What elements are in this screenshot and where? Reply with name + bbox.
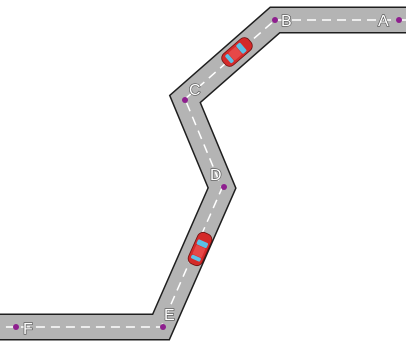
waypoint-a-label: A	[378, 13, 389, 30]
waypoint-e-dot	[160, 324, 166, 330]
waypoint-e-label: E	[164, 307, 175, 324]
waypoint-f-dot	[13, 324, 19, 330]
waypoint-c-dot	[182, 97, 188, 103]
waypoint-f-label: F	[23, 321, 33, 338]
waypoint-d-dot	[221, 184, 227, 190]
waypoint-b-label: B	[281, 13, 292, 30]
waypoint-b-dot	[272, 17, 278, 23]
waypoint-c-label: C	[189, 82, 201, 99]
waypoint-d-label: D	[210, 167, 222, 184]
waypoint-a-dot	[396, 17, 402, 23]
